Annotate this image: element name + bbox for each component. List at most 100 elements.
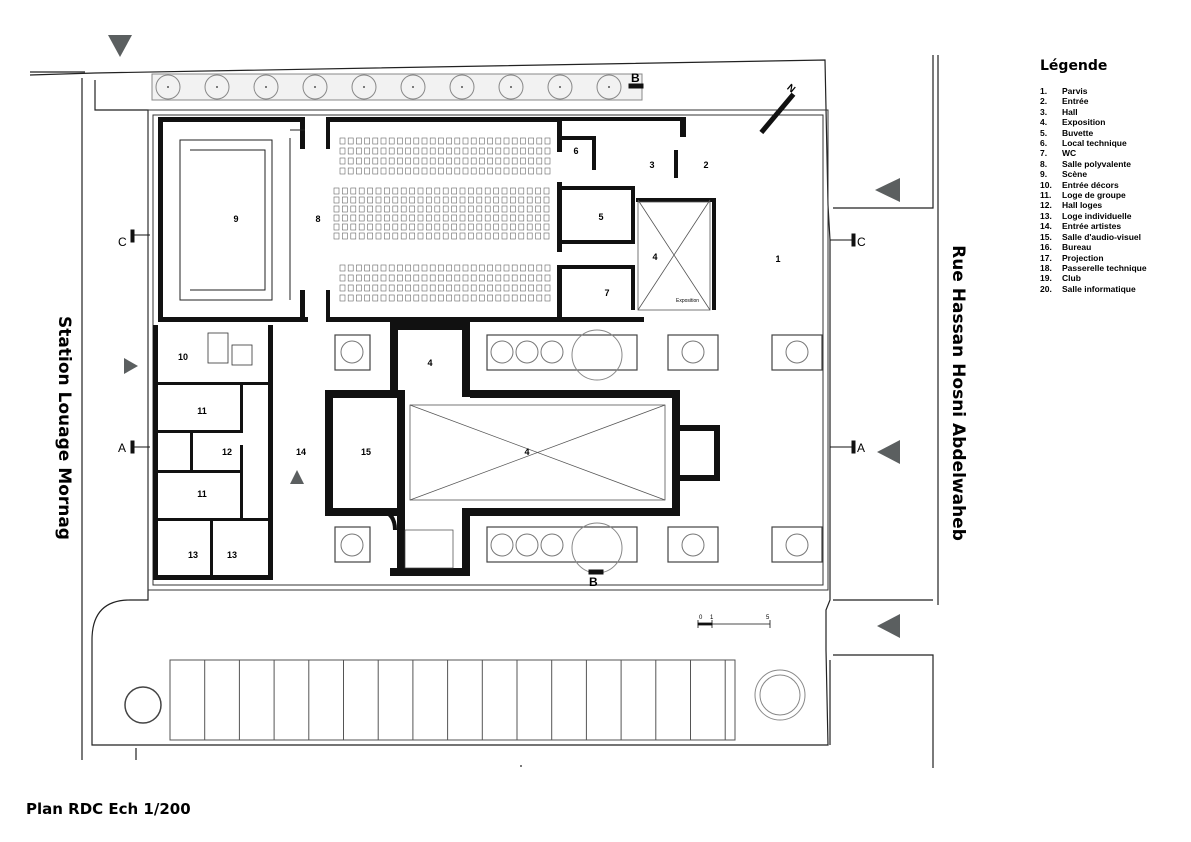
seat	[421, 274, 428, 282]
seat	[375, 214, 382, 222]
seat	[476, 196, 483, 204]
seat	[511, 274, 518, 282]
legend-item: 7.WC	[1040, 148, 1180, 158]
seat	[446, 264, 452, 272]
seat	[476, 205, 483, 213]
seat	[405, 274, 411, 282]
seat	[510, 196, 516, 204]
seat	[400, 214, 407, 222]
seat	[358, 196, 365, 204]
seat	[511, 147, 518, 155]
seat	[429, 157, 436, 165]
seat	[417, 214, 424, 222]
seat	[339, 294, 346, 302]
seat	[347, 157, 354, 165]
seat	[484, 196, 491, 204]
legend-item-label: Loge de groupe	[1062, 190, 1126, 201]
seat	[375, 187, 382, 195]
room-13-left: 13	[188, 550, 198, 560]
seat	[526, 223, 533, 231]
seat	[375, 196, 382, 204]
legend-item-number: 15.	[1040, 231, 1052, 242]
seat	[446, 167, 452, 175]
seat	[462, 137, 469, 145]
seat	[495, 294, 502, 302]
seat	[446, 274, 452, 282]
seat	[501, 187, 508, 195]
seat	[495, 264, 502, 272]
room-13-right: 13	[227, 550, 237, 560]
seat	[388, 157, 395, 165]
room-6: 6	[573, 146, 578, 156]
seat	[479, 274, 485, 282]
seat	[358, 187, 365, 195]
seat	[380, 157, 387, 165]
seat	[468, 196, 474, 204]
seat	[510, 232, 516, 240]
legend-item: 6.Local technique	[1040, 138, 1180, 148]
seat	[484, 187, 491, 195]
seat	[479, 147, 485, 155]
legend-item-number: 14.	[1040, 221, 1052, 232]
seat	[535, 196, 541, 204]
planter-tree	[785, 533, 809, 557]
seat	[375, 205, 382, 213]
seat	[543, 214, 550, 222]
seat	[536, 274, 543, 282]
legend-item-label: Bureau	[1062, 242, 1092, 253]
section-marks	[130, 83, 856, 575]
seat	[454, 284, 461, 292]
seat	[380, 264, 387, 272]
seat	[528, 167, 534, 175]
seat	[451, 223, 457, 231]
seat	[493, 223, 499, 231]
room-5: 5	[598, 212, 603, 222]
seat	[400, 232, 407, 240]
seat	[388, 137, 395, 145]
room-11-bottom: 11	[197, 489, 207, 499]
seat	[429, 167, 436, 175]
tree-center	[510, 86, 512, 88]
seat	[544, 137, 551, 145]
legend-item-number: 5.	[1040, 127, 1048, 138]
seat	[487, 157, 493, 165]
seat	[438, 274, 444, 282]
seat	[375, 232, 382, 240]
legend-item-label: Salle d'audio-visuel	[1062, 231, 1142, 242]
seat	[405, 284, 411, 292]
planter-tree	[785, 340, 809, 364]
seat	[528, 137, 534, 145]
seat	[392, 196, 399, 204]
room-4-small: 4	[427, 358, 432, 368]
seat	[397, 294, 403, 302]
legend-item: 15. Salle d'audio-visuel	[1040, 232, 1180, 242]
seat	[501, 223, 508, 231]
seat	[384, 232, 390, 240]
seat	[409, 196, 415, 204]
seat	[333, 187, 340, 195]
seat	[479, 137, 485, 145]
legend-item: 3.Hall	[1040, 107, 1180, 117]
seat	[462, 284, 469, 292]
legend-item-number: 1.	[1040, 86, 1048, 96]
legend-item-label: Exposition	[1062, 117, 1106, 128]
legend-item-label: Projection	[1062, 252, 1104, 263]
seat	[426, 196, 432, 204]
seat	[535, 223, 541, 231]
theater-walls	[158, 117, 716, 322]
legend-item-number: 12.	[1040, 200, 1052, 211]
legend-item-label: Salle polyvalente	[1062, 158, 1131, 169]
seat	[528, 157, 534, 165]
seat	[543, 223, 550, 231]
seat	[454, 137, 461, 145]
seat	[470, 157, 477, 165]
seat	[520, 147, 526, 155]
legend-item-label: Hall	[1062, 106, 1078, 117]
seat	[520, 274, 526, 282]
tree-center	[608, 86, 610, 88]
legend-item-number: 10.	[1040, 179, 1052, 190]
legend-item-number: 18.	[1040, 262, 1052, 273]
seat	[510, 205, 516, 213]
seat	[518, 205, 525, 213]
seat	[364, 167, 370, 175]
